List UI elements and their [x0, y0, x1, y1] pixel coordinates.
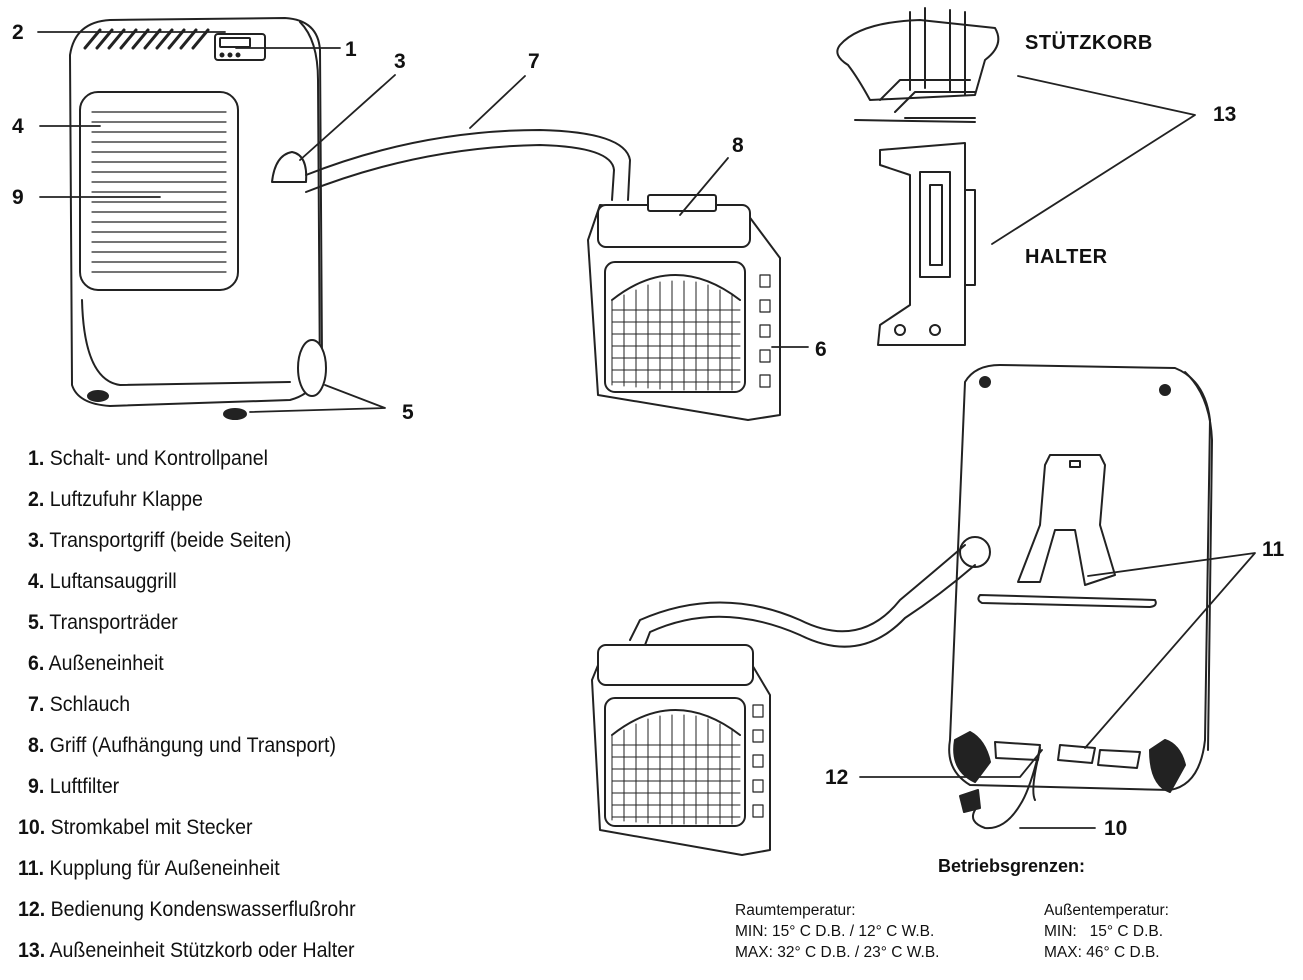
- operating-limits-title: Betriebsgrenzen:: [938, 856, 1086, 876]
- parts-legend: 1. Schalt- und Kontrollpanel 2. Luftzufu…: [18, 447, 381, 980]
- legend-item: 8. Griff (Aufhängung und Transport): [28, 734, 336, 757]
- callout-5: 5: [402, 401, 414, 424]
- legend-item: 10. Stromkabel mit Stecker: [18, 816, 253, 839]
- outdoor-unit-top: [587, 194, 781, 421]
- indoor-unit-back: [948, 364, 1213, 793]
- callout-4: 4: [12, 115, 24, 138]
- outside-heading: Außentemperatur:: [1044, 902, 1169, 919]
- room-heading: Raumtemperatur:: [735, 902, 856, 919]
- callout-3: 3: [394, 50, 406, 73]
- legend-item: 11. Kupplung für Außeneinheit: [18, 857, 280, 880]
- top-air-flap: [83, 28, 210, 50]
- callout-7: 7: [528, 50, 540, 73]
- callout-2: 2: [12, 21, 24, 44]
- room-min: MIN: 15° C D.B. / 12° C W.B.: [735, 923, 935, 940]
- callout-13: 13: [1213, 103, 1237, 126]
- label-holder: HALTER: [1025, 246, 1108, 268]
- legend-item: 12. Bedienung Kondenswasserflußrohr: [18, 898, 356, 921]
- callout-10: 10: [1104, 817, 1128, 840]
- support-basket: [836, 7, 1000, 123]
- leader-lines: [37, 31, 1256, 829]
- indoor-unit-front: [69, 17, 327, 420]
- label-support-basket: STÜTZKORB: [1025, 32, 1153, 54]
- callout-6: 6: [815, 338, 827, 361]
- callout-9: 9: [12, 186, 24, 209]
- callout-1: 1: [345, 38, 357, 61]
- legend-item: 4. Luftansauggrill: [28, 570, 177, 593]
- hose: [305, 129, 631, 201]
- legend-item: 6. Außeneinheit: [28, 652, 164, 675]
- legend-item: 2. Luftzufuhr Klappe: [28, 488, 203, 511]
- transport-wheel: [297, 339, 327, 397]
- legend-item: 5. Transporträder: [28, 611, 178, 634]
- outside-max: MAX: 46° C D.B.: [1044, 944, 1160, 961]
- legend-item: 13. Außeneinheit Stützkorb oder Halter: [18, 939, 355, 962]
- power-cable: [972, 747, 1041, 830]
- room-max: MAX: 32° C D.B. / 23° C W.B.: [735, 944, 940, 961]
- room-temperature-limits: Raumtemperatur: MIN: 15° C D.B. / 12° C …: [735, 900, 939, 963]
- outside-min: MIN: 15° C D.B.: [1044, 923, 1164, 940]
- callout-8: 8: [732, 134, 744, 157]
- outdoor-unit-bottom: [591, 644, 771, 856]
- legend-item: 9. Luftfilter: [28, 775, 120, 798]
- legend-item: 1. Schalt- und Kontrollpanel: [28, 447, 268, 470]
- transport-handle: [271, 151, 308, 183]
- outside-temperature-limits: Außentemperatur: MIN: 15° C D.B. MAX: 46…: [1044, 900, 1169, 963]
- coupling-bracket: [1017, 454, 1116, 586]
- callout-12: 12: [825, 766, 849, 789]
- legend-item: 7. Schlauch: [28, 693, 131, 716]
- callout-11: 11: [1262, 538, 1285, 561]
- power-plug: [959, 789, 981, 813]
- wall-holder: [877, 142, 976, 346]
- legend-item: 3. Transportgriff (beide Seiten): [28, 529, 292, 552]
